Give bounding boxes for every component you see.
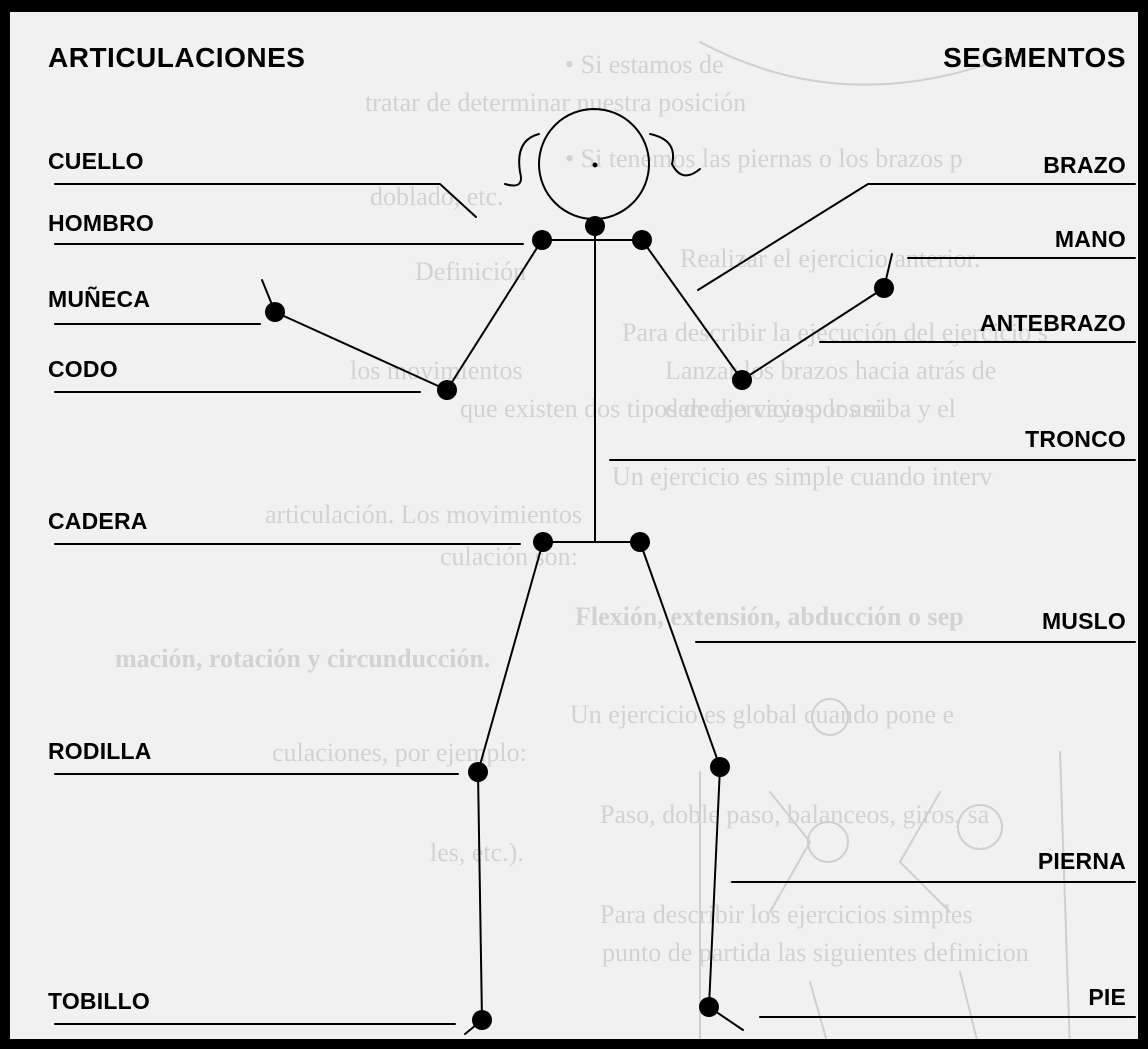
joint-shoulder-left <box>532 230 552 250</box>
joint-knee-left <box>468 762 488 782</box>
head-dot <box>592 162 598 168</box>
segmentos-leader-lines <box>609 183 1136 1018</box>
label-mano: MANO <box>1054 226 1126 252</box>
label-muneca: MUÑECA <box>48 286 151 312</box>
faded-background-sketch <box>699 41 1071 1039</box>
segmentos-heading: SEGMENTOS <box>943 42 1126 73</box>
stick-figure <box>261 108 893 1035</box>
label-cadera: CADERA <box>48 508 148 534</box>
stick-figure-diagram <box>54 41 1136 1039</box>
joint-elbow-right <box>732 370 752 390</box>
label-tobillo: TOBILLO <box>48 988 150 1014</box>
joint-hip-right <box>630 532 650 552</box>
label-pie: PIE <box>1088 984 1126 1010</box>
label-pierna: PIERNA <box>1037 848 1126 874</box>
label-tronco: TRONCO <box>1025 426 1126 452</box>
joint-neck <box>585 216 605 236</box>
joints <box>265 216 894 1030</box>
joint-wrist-left <box>265 302 285 322</box>
label-muslo: MUSLO <box>1041 608 1126 634</box>
label-rodilla: RODILLA <box>48 738 152 764</box>
articulaciones-heading: ARTICULACIONES <box>48 42 306 73</box>
joint-ankle-right <box>699 997 719 1017</box>
joint-elbow-left <box>437 380 457 400</box>
label-brazo: BRAZO <box>1043 152 1126 178</box>
joint-wrist-right <box>874 278 894 298</box>
joint-knee-right <box>710 757 730 777</box>
joint-shoulder-right <box>632 230 652 250</box>
label-antebrazo: ANTEBRAZO <box>979 310 1126 336</box>
label-hombro: HOMBRO <box>48 210 154 236</box>
label-cuello: CUELLO <box>48 148 144 174</box>
hair-right <box>649 133 701 177</box>
joint-hip-left <box>533 532 553 552</box>
hair-left <box>504 133 540 187</box>
joint-ankle-left <box>472 1010 492 1030</box>
label-codo: CODO <box>48 356 118 382</box>
articulaciones-leader-lines <box>54 183 524 1025</box>
